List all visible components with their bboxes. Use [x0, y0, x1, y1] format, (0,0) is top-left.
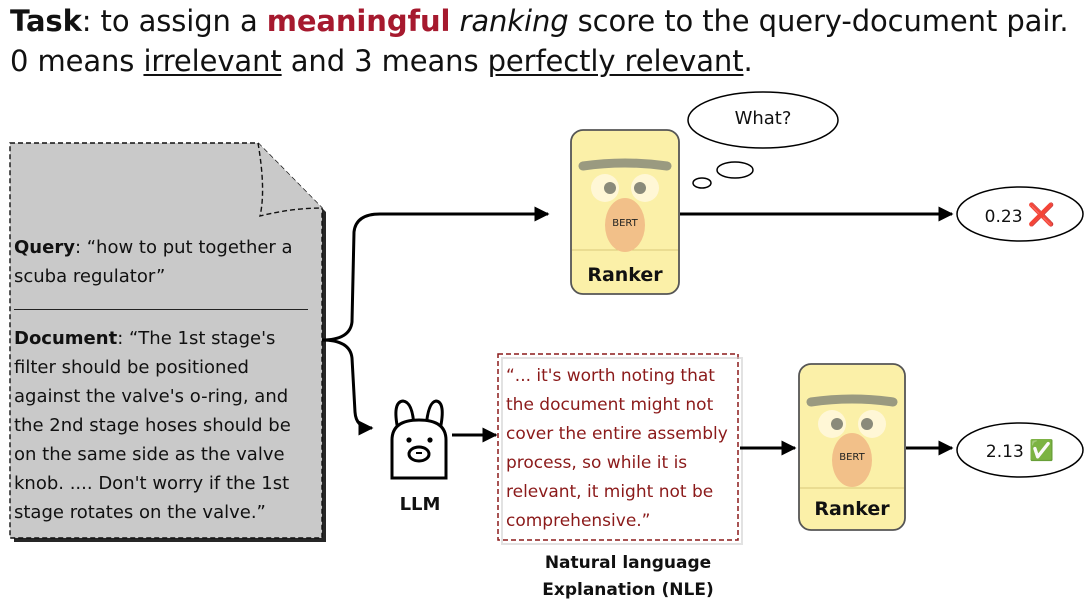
top-score-oval	[956, 186, 1084, 242]
perfectly-relevant-text: perfectly relevant	[487, 44, 744, 78]
query-label: Query	[14, 237, 75, 258]
thought-bubble	[687, 91, 839, 189]
nle-box	[497, 353, 739, 541]
irrelevant-text: irrelevant	[143, 44, 282, 78]
task-label: Task	[10, 4, 82, 38]
cross-icon: ❌	[1027, 203, 1056, 228]
bottom-score-value: 2.13	[985, 442, 1024, 462]
check-icon: ✅	[1029, 438, 1055, 462]
nle-caption-line1: Natural language	[544, 553, 712, 573]
task-text: : to assign a	[81, 4, 267, 38]
task-italic: ranking	[459, 4, 569, 38]
doc-separator	[14, 309, 308, 310]
llm-label: LLM	[399, 494, 441, 515]
llama-icon	[390, 399, 448, 480]
top-ranker	[570, 129, 680, 295]
task-text-end: score to the query-document pair.	[568, 4, 1069, 38]
task-line2-end: .	[743, 44, 753, 78]
nle-caption-line2: Explanation (NLE)	[542, 580, 714, 600]
bottom-bert-label: BERT	[839, 452, 865, 463]
bottom-ranker-label: Ranker	[814, 498, 890, 520]
document-value: : “The 1st stage's filter should be posi…	[14, 328, 291, 523]
fork-arrows	[321, 206, 550, 436]
bottom-score: 2.13 ✅	[955, 438, 1085, 462]
query-value: : “how to put together a scuba regulator…	[14, 237, 293, 287]
document-label: Document	[14, 328, 118, 349]
task-line2-mid: and 3 means	[281, 44, 488, 78]
top-score: 0.23 ❌	[955, 203, 1085, 228]
thought-text: What?	[734, 108, 792, 129]
top-score-value: 0.23	[984, 207, 1023, 227]
document-page	[9, 142, 326, 542]
document-text: Document: “The 1st stage's filter should…	[14, 324, 314, 527]
top-ranker-label: Ranker	[587, 264, 663, 286]
task-line2-start: 0 means	[10, 44, 144, 78]
query-text: Query: “how to put together a scuba regu…	[14, 233, 314, 291]
task-line-2: 0 means irrelevant and 3 means perfectly…	[10, 44, 753, 78]
task-line-1: Task: to assign a meaningful ranking sco…	[10, 4, 1069, 38]
nle-text: “... it's worth noting that the document…	[506, 366, 728, 531]
top-bert-label: BERT	[612, 218, 638, 229]
task-emphasis: meaningful	[266, 4, 451, 38]
bottom-score-oval	[956, 422, 1084, 478]
bottom-ranker	[798, 363, 906, 531]
